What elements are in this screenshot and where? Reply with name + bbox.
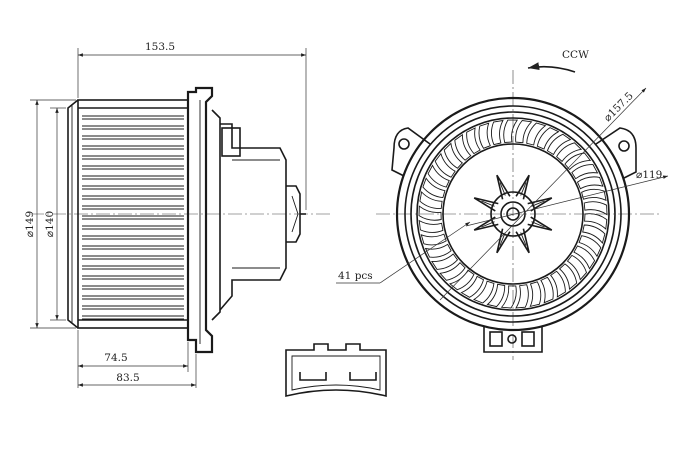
side-view: 153.5 ⌀149 ⌀140 74.5 83.5 — [24, 41, 330, 388]
ccw-arrow — [527, 62, 576, 73]
ear-left-hole — [398, 138, 410, 150]
wheel-blades — [82, 115, 184, 320]
dim-flange-diameter: ⌀157.5 — [602, 90, 636, 124]
leader-flange-diameter — [439, 87, 647, 301]
connector-boss — [221, 127, 241, 157]
ear-right — [595, 127, 637, 179]
leader-inner-diameter — [465, 175, 669, 227]
bottom-tab-slot-right — [521, 331, 535, 347]
blade-count-label: 41 pcs — [338, 270, 373, 282]
mounting-flange — [186, 86, 214, 354]
bottom-tab — [483, 326, 543, 353]
hub-ring — [490, 191, 536, 237]
rotation-label: CCW — [562, 49, 589, 61]
dim-flange-depth: 83.5 — [116, 372, 139, 384]
dim-overall-length: 153.5 — [145, 41, 175, 53]
housing-circle — [404, 105, 622, 323]
bottom-tab-slot-left — [489, 331, 503, 347]
front-blades — [418, 119, 608, 309]
dim-wheel-depth: 74.5 — [104, 352, 127, 364]
leader-blade-count — [379, 221, 471, 284]
dim-inner-diameter: ⌀119 — [636, 169, 662, 181]
ear-left — [391, 127, 431, 177]
hub-core — [500, 201, 526, 227]
wheel-inner-circle — [442, 143, 584, 285]
inlet-lip — [67, 99, 79, 329]
connector-outline — [285, 343, 387, 398]
ear-right-hole — [618, 140, 630, 152]
outer-flange-circle — [395, 96, 631, 332]
wheel-outer-circle — [416, 117, 610, 311]
front-view: CCW ⌀157.5 ⌀119 41 pcs — [336, 49, 669, 360]
terminal-right — [349, 372, 377, 381]
connector-detail — [285, 343, 387, 398]
dim-housing-diameter: ⌀149 — [24, 211, 36, 237]
terminal-left — [299, 372, 327, 381]
motor-housing — [219, 123, 287, 311]
dim-wheel-diameter: ⌀140 — [44, 211, 56, 237]
